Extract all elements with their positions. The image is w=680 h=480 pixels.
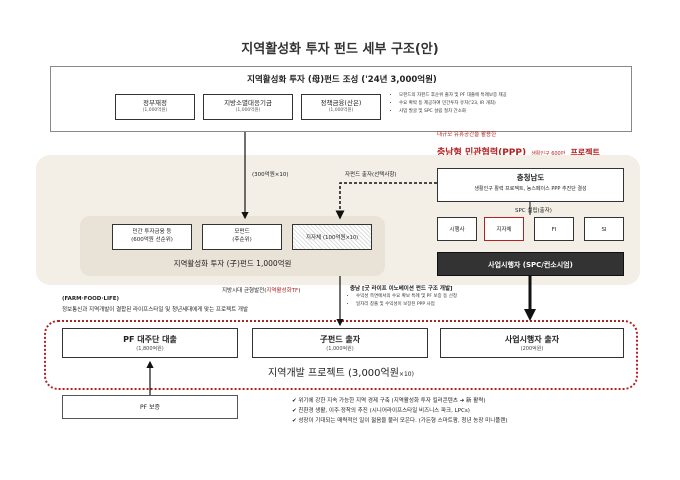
spc-member: FI	[534, 217, 574, 241]
bottom-note-text: 친환경 생활, 이주·정착의 추진 (시니어라이프스타일 비즈니스 파크, LP…	[298, 408, 470, 414]
ppp-main: 충남형 민관협력(PPP)	[437, 148, 527, 158]
region-project-title: 지역개발 프로젝트 (3,000억원×10)	[44, 364, 638, 379]
private-finance-label: 민간 투자금융 등	[132, 229, 172, 235]
bottom-note-text: 성장이 기대되는 매력적인 일이 젊음을 불러 모은다. (가든형 스마트팜, …	[298, 418, 508, 424]
chungnam-desc: 생활인구 활력 프로젝트, 농스페이스 PPP 추진단 결성	[474, 186, 587, 192]
farm-title: (FARM·FOOD·LIFE)	[62, 296, 120, 302]
mother-fund-sub-box: 모펀드 (후순위)	[202, 224, 282, 250]
chungnam-title: 충청남도	[516, 173, 545, 182]
check-icon: ✔	[292, 398, 299, 404]
ppp-heading: 충남형 민관협력(PPP) 생활인구 600만 프로젝트	[437, 140, 600, 159]
developer-invest-label: 사업시행자 출자	[504, 335, 560, 344]
local-fund-title: 지역활성화 투자 (子)펀드 1,000억원	[173, 259, 292, 268]
bottom-note: ✔ 성장이 기대되는 매력적인 일이 젊음을 불러 모은다. (가든형 스마트팜…	[292, 416, 508, 426]
tf-label: 지방시대 균형발전(지역활성화TF)	[222, 286, 300, 294]
chungnam-fund-note: 일자리 창출 및 수익성이 보장된 PPP 사업	[356, 301, 538, 309]
gov-budget-label: 정부재정	[143, 99, 167, 107]
region-title-main: 지역개발 프로젝트 (3,000억원	[268, 368, 399, 379]
ppp-sub: 생활인구 600만	[531, 151, 566, 157]
pf-guarantee-box: PF 보증	[62, 395, 238, 419]
gov-budget-box: 정부재정 (1,000억원)	[115, 94, 195, 120]
bottom-note-text: 위기에 강한 지속 가능한 지역 경제 구축 (지역활성화 투자 킬러콘텐츠 ➜…	[298, 398, 486, 404]
ppp-tail: 프로젝트	[570, 148, 600, 157]
subfund-invest-box: 子펀드 출자 (1,000억원)	[252, 328, 428, 358]
policy-finance-label: 정책금융(산은)	[320, 99, 362, 107]
chungnam-fund-title: 충남 [굿 라이프 이노베이션 펀드 구조 개발]	[350, 286, 453, 292]
gov-budget-amount: (1,000억원)	[142, 108, 168, 113]
farm-desc: 정보통신과 지역개발이 결합된 라이프스타일 및 청년세대에게 맞는 프로젝트 …	[62, 307, 249, 313]
chungnam-fund-notes: 수익성 측면에서의 수요 확보 특례 및 PF 보증 등 선정 일자리 창출 및…	[348, 293, 538, 309]
page-title: 지역활성화 투자 펀드 세부 구조(안)	[241, 42, 439, 57]
mother-note: 수요 확박 등 제공하여 민간투자 유치('23, IR 개최)	[399, 100, 627, 108]
region-title-suffix: ×10)	[398, 371, 414, 378]
pf-loan-amount: (1,800억원)	[136, 346, 164, 352]
subfund-invest-amount: (1,000억원)	[326, 346, 354, 352]
local-fund-source-amount: (1,000억원)	[235, 108, 261, 113]
private-finance-amount: (600억원 선순위)	[131, 237, 173, 243]
check-icon: ✔	[292, 418, 299, 424]
mother-fund-sub-amount: (후순위)	[232, 237, 252, 243]
mother-note: 모펀드의 자펀드 후순위 출자 및 PF 대출에 특례보증 제공	[399, 92, 627, 100]
developer-invest-amount: (200억원)	[520, 346, 544, 352]
developer-bar: 사업시행자 (SPC/컨소시엄)	[437, 252, 624, 276]
check-icon: ✔	[292, 408, 299, 414]
pf-loan-label: PF 대주단 대출	[123, 335, 177, 344]
bottom-note: ✔ 친환경 생활, 이주·정착의 추진 (시니어라이프스타일 비즈니스 파크, …	[292, 406, 508, 416]
bottom-note: ✔ 위기에 강한 지속 가능한 지역 경제 구축 (지역활성화 투자 킬러콘텐츠…	[292, 396, 508, 406]
mother-fund-box: 지역활성화 투자 (母)펀드 조성 ('24년 3,000억원) 정부재정 (1…	[50, 66, 632, 132]
local-gov-label: 지자체 (100억원	[305, 235, 346, 241]
chungnam-fund-note: 수익성 측면에서의 수요 확보 특례 및 PF 보증 등 선정	[356, 293, 538, 301]
policy-finance-box: 정책금융(산은) (1,000억원)	[301, 94, 381, 120]
spc-label: SPC 설립(출자)	[515, 208, 552, 214]
local-fund-source-label: 지방소멸대응기금	[224, 99, 272, 107]
local-fund-source-box: 지방소멸대응기금 (1,000억원)	[203, 94, 293, 120]
subfund-label: 자펀드 출자(선택사항)	[345, 172, 397, 178]
arrow-chungnam-to-localgov	[335, 182, 437, 220]
local-gov-amount: ×10)	[345, 235, 359, 241]
spc-member: 지자체	[484, 217, 524, 241]
tf-red: 지역활성화TF	[266, 288, 299, 294]
ppp-top: 대규모 유휴공간을 활용한	[437, 132, 497, 138]
spc-member: SI	[584, 217, 624, 241]
tf-suffix: )	[298, 288, 301, 294]
local-gov-box: 지자체 (100억원×10)	[292, 224, 372, 250]
pf-loan-box: PF 대주단 대출 (1,800억원)	[62, 328, 238, 358]
local-fund-region: 민간 투자금융 등 (600억원 선순위) 모펀드 (후순위) 지자체 (100…	[80, 216, 385, 276]
private-finance-box: 민간 투자금융 등 (600억원 선순위)	[112, 224, 192, 250]
policy-finance-amount: (1,000억원)	[328, 108, 354, 113]
subfund-invest-label: 子펀드 출자	[319, 335, 361, 344]
mother-fund-title: 지역활성화 투자 (母)펀드 조성 ('24년 3,000억원)	[247, 75, 437, 85]
mother-notes: 모펀드의 자펀드 후순위 출자 및 PF 대출에 특례보증 제공 수요 확박 등…	[391, 92, 627, 116]
spc-member: 시행사	[437, 217, 477, 241]
tf-prefix: 지방시대 균형발전(	[222, 288, 267, 294]
mother-note: 사업 발굴 및 SPC 설립 절차 간소화	[399, 108, 627, 116]
chungnam-box: 충청남도 생활인구 활력 프로젝트, 농스페이스 PPP 추진단 결성	[437, 168, 624, 202]
flow-label: (300억원×10)	[252, 172, 289, 178]
developer-invest-box: 사업시행자 출자 (200억원)	[440, 328, 624, 358]
mother-fund-sub-label: 모펀드	[234, 229, 250, 235]
bottom-notes: ✔ 위기에 강한 지속 가능한 지역 경제 구축 (지역활성화 투자 킬러콘텐츠…	[292, 396, 508, 426]
